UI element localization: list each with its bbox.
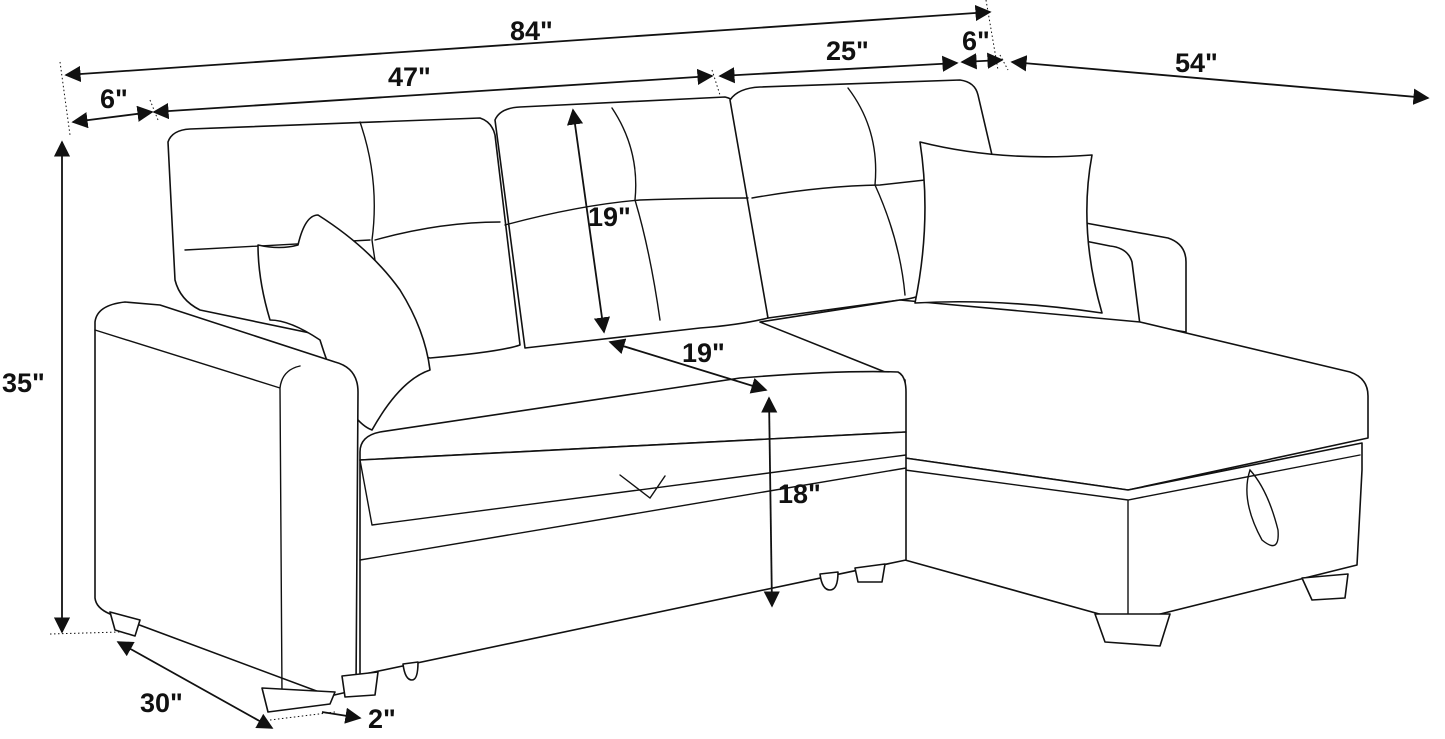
label-total-width: 84" xyxy=(510,16,553,46)
left-arm xyxy=(94,301,359,697)
label-chaise-length: 54" xyxy=(1175,48,1218,78)
back-cushion-middle xyxy=(494,96,769,349)
chaise-base xyxy=(904,442,1363,623)
pillow-right xyxy=(914,141,1103,314)
label-leg: 2" xyxy=(368,704,396,734)
label-back-height: 19" xyxy=(588,202,631,232)
label-sofa-width: 47" xyxy=(388,62,431,92)
sofa-drawing xyxy=(94,79,1369,713)
label-height: 35" xyxy=(2,368,45,398)
pullout-base xyxy=(359,431,907,676)
label-depth: 30" xyxy=(140,688,183,718)
label-chaise-width: 25" xyxy=(826,36,869,66)
label-left-arm: 6" xyxy=(100,84,128,114)
label-chaise-arm: 6" xyxy=(962,26,990,56)
label-seat-height: 18" xyxy=(778,479,821,509)
dimension-labels: 84" 47" 25" 6" 54" 6" 35" 19" 19" 18" 30… xyxy=(2,16,1218,734)
dimension-lines xyxy=(49,0,1430,729)
chaise-arm xyxy=(1079,221,1187,333)
label-seat-depth: 19" xyxy=(682,338,725,368)
pillow-left xyxy=(257,214,431,431)
storage-strap xyxy=(1246,468,1279,547)
